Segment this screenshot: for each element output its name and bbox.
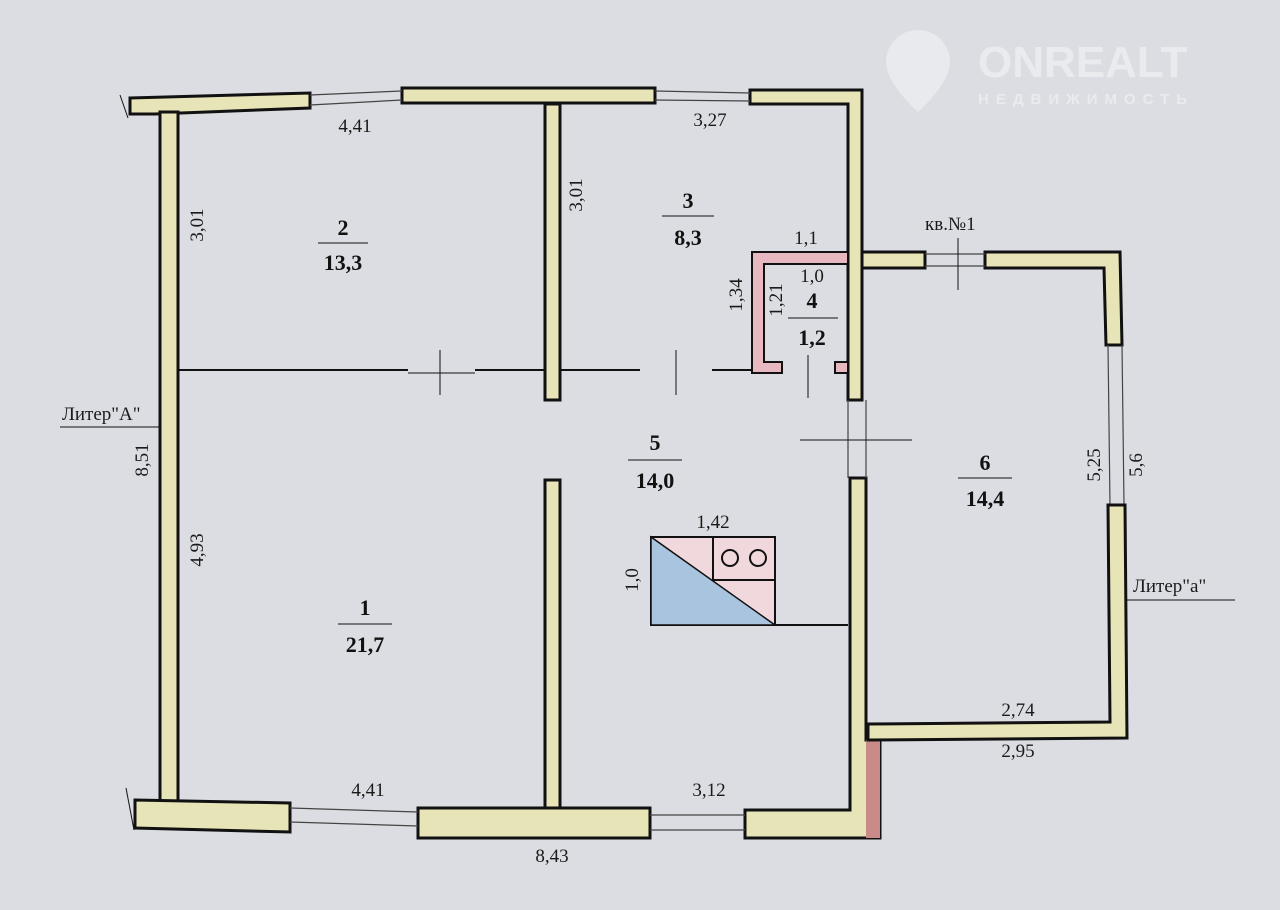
dim-overall-width: 8,43 — [535, 846, 568, 867]
dim-room1-height: 4,93 — [187, 533, 208, 566]
apartment-label: кв.№1 — [925, 214, 976, 235]
dim-room2-height: 3,01 — [187, 208, 208, 241]
room-3-area: 8,3 — [674, 225, 702, 250]
dim-stove-height: 1,0 — [622, 568, 643, 592]
liter-annex-label: Литер"а" — [1133, 576, 1206, 597]
dim-annex-outer-width: 2,95 — [1001, 741, 1034, 762]
watermark: ONREALT НЕДВИЖИМОСТЬ — [886, 30, 1194, 112]
stove — [650, 535, 848, 626]
room-1-number: 1 — [360, 595, 371, 620]
dim-room4-outer-width: 1,1 — [794, 228, 818, 249]
room-4-number: 4 — [807, 288, 818, 313]
walls — [60, 86, 1235, 840]
watermark-brand: ONREALT — [978, 38, 1188, 87]
watermark-subtitle: НЕДВИЖИМОСТЬ — [978, 91, 1194, 108]
dim-room3-height: 3,01 — [566, 178, 587, 211]
dim-annex-inner-width: 2,74 — [1001, 700, 1035, 721]
dim-annex-inner-height: 5,25 — [1084, 448, 1105, 481]
dim-top-left: 4,41 — [338, 116, 371, 137]
dim-room4-inner-width: 1,0 — [800, 266, 824, 287]
room-3-number: 3 — [683, 188, 694, 213]
dim-stove-width: 1,42 — [696, 512, 729, 533]
room-5-area: 14,0 — [636, 468, 675, 493]
room-2-number: 2 — [338, 215, 349, 240]
dimension-labels: 4,41 3,27 3,01 3,01 1,1 1,0 1,34 1,21 8,… — [62, 110, 1206, 867]
dim-bottom-left: 4,41 — [351, 780, 384, 801]
room-1-area: 21,7 — [346, 632, 385, 657]
room-2-area: 13,3 — [324, 250, 363, 275]
room-5-number: 5 — [650, 430, 661, 455]
dim-top-right: 3,27 — [693, 110, 726, 131]
dim-bottom-right: 3,12 — [692, 780, 725, 801]
liter-main-label: Литер"А" — [62, 404, 141, 425]
dim-room4-inner-height: 1,21 — [766, 283, 787, 316]
room-6-area: 14,4 — [966, 486, 1005, 511]
dim-overall-height: 8,51 — [132, 443, 153, 476]
room-6-number: 6 — [980, 450, 991, 475]
room-4-area: 1,2 — [798, 325, 826, 350]
room-labels: 2 13,3 3 8,3 4 1,2 5 14,0 6 14,4 1 21,7 — [318, 188, 1012, 657]
dim-annex-outer-height: 5,6 — [1126, 453, 1147, 477]
dim-room4-outer-height: 1,34 — [726, 278, 747, 312]
location-pin-icon — [886, 30, 950, 112]
